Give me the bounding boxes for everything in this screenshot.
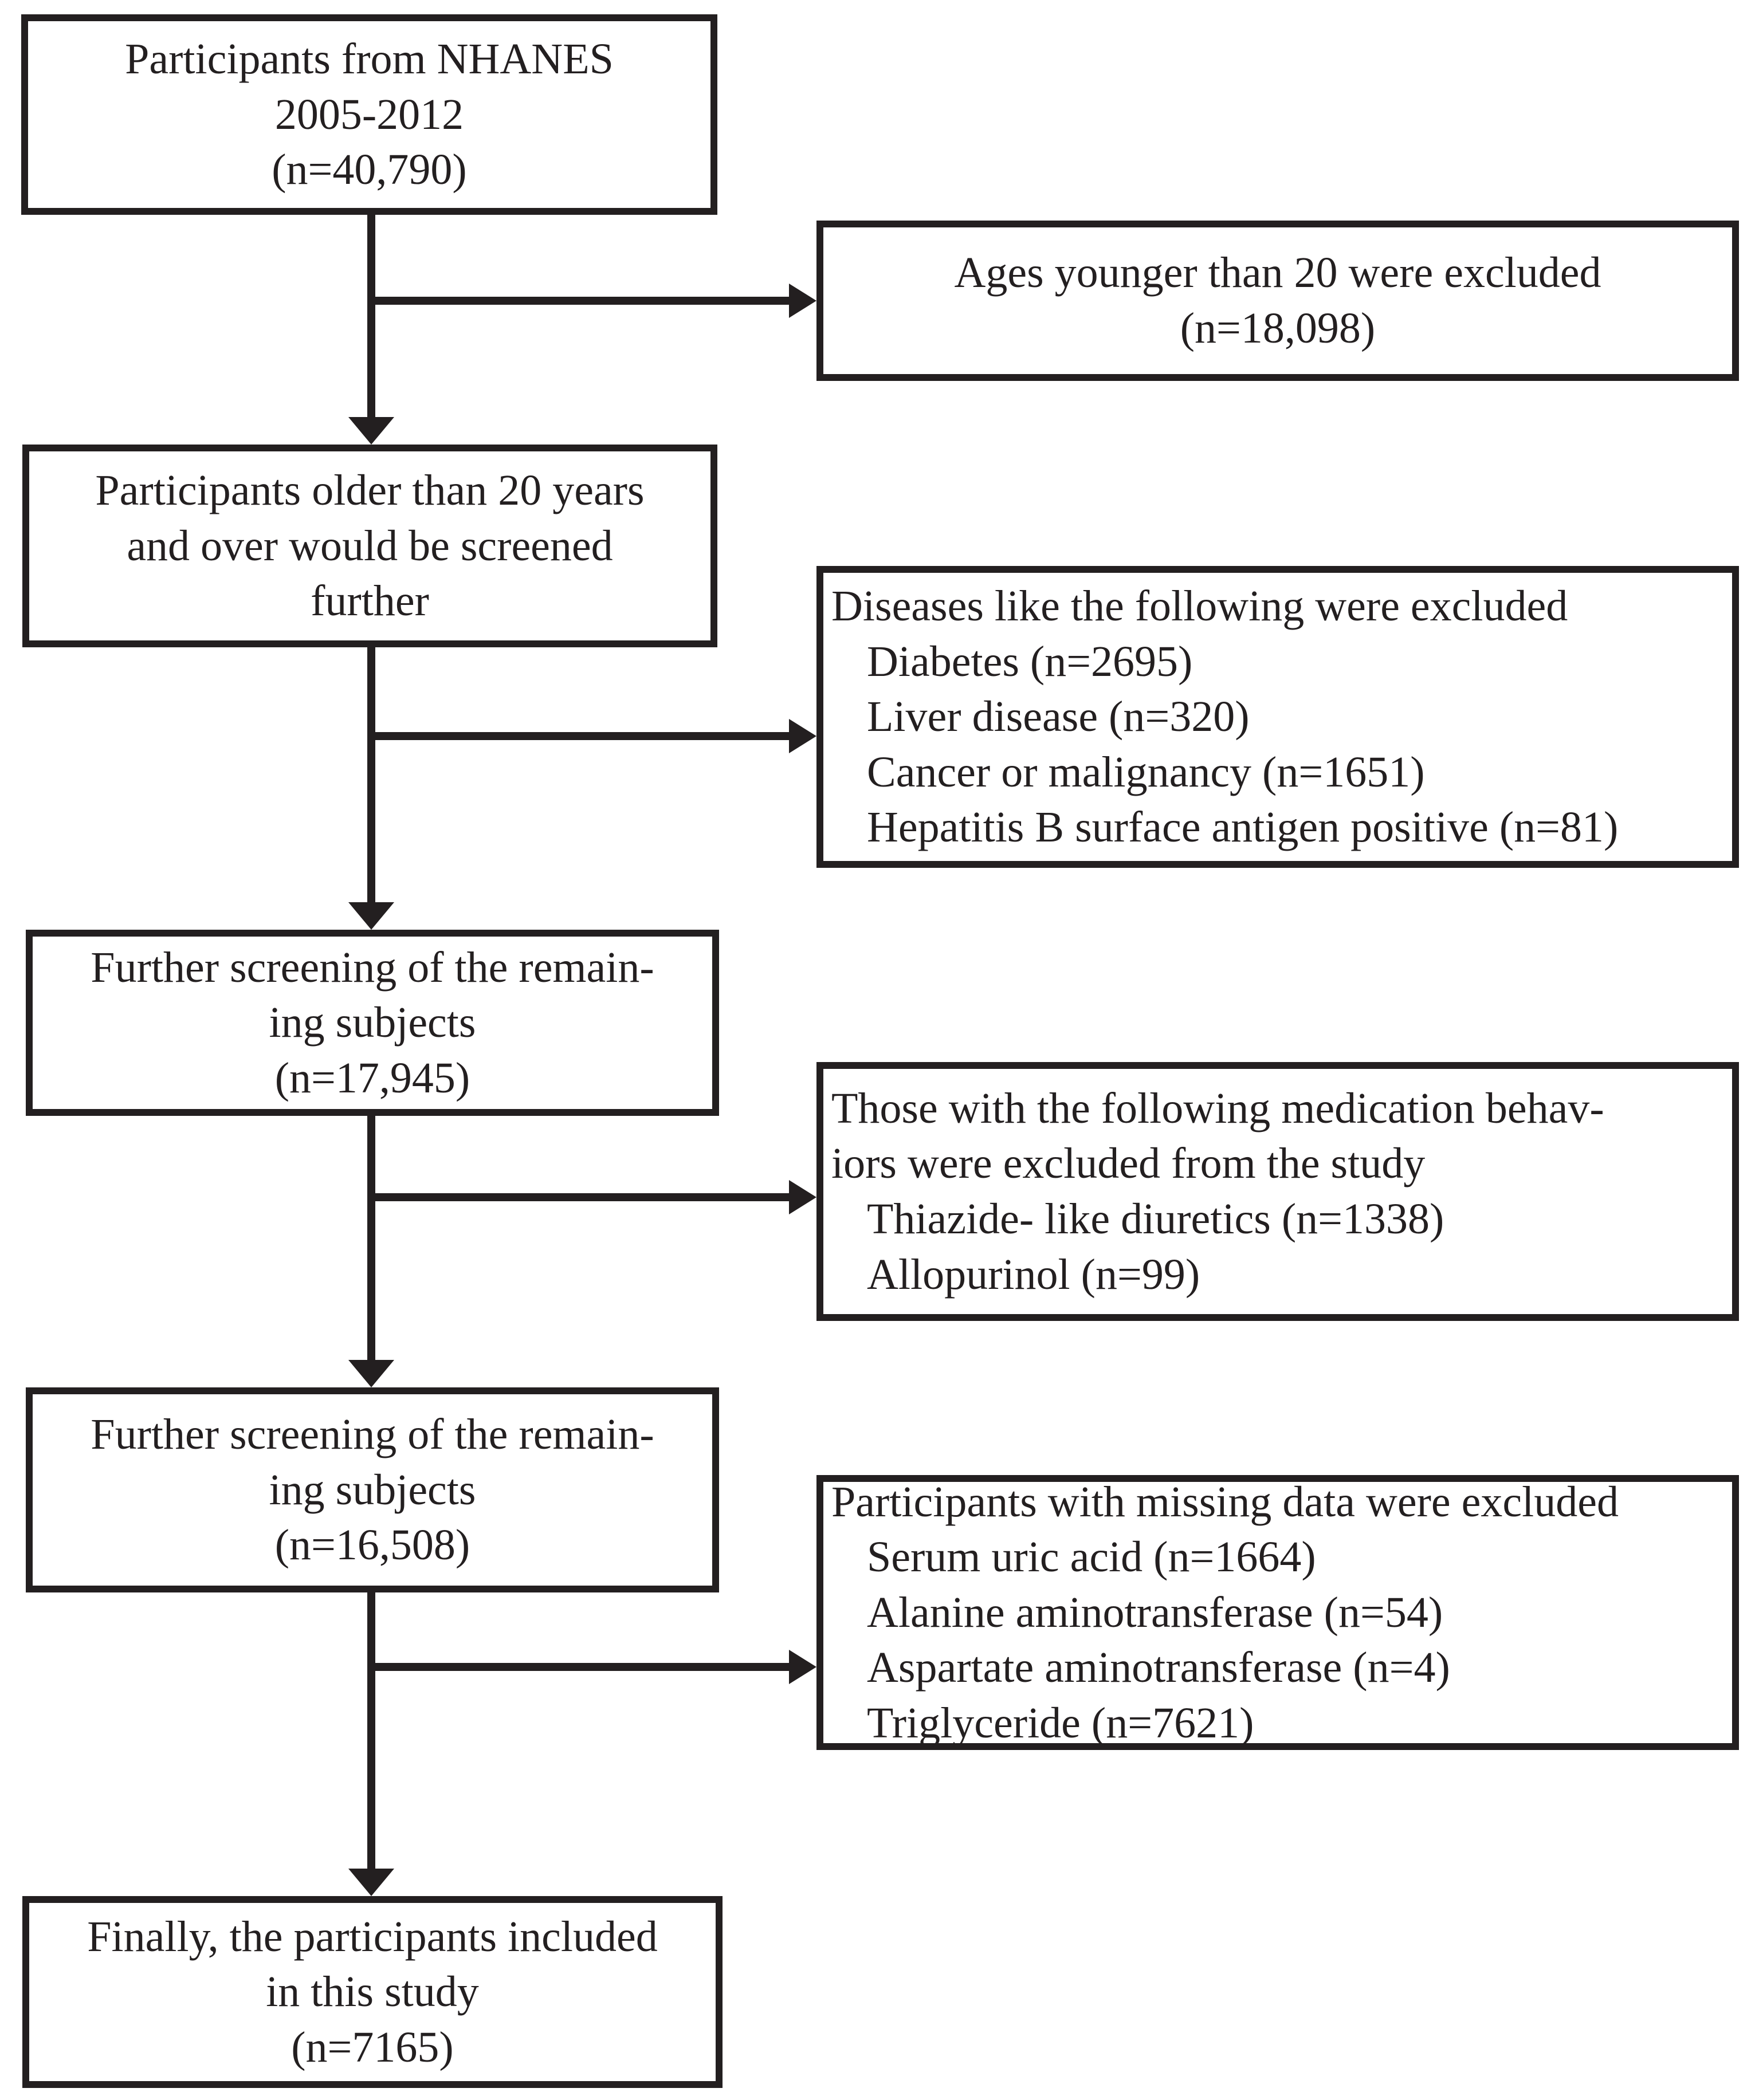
box-line: Diabetes (n=2695) xyxy=(867,637,1193,686)
box-further-screening-16508: Further screening of the remain- ing sub… xyxy=(26,1387,719,1592)
box-line: (n=18,098) xyxy=(1180,304,1376,352)
box-line: (n=17,945) xyxy=(274,1053,470,1102)
connector-line-down-4 xyxy=(367,1590,375,1869)
box-line: further xyxy=(311,577,429,626)
box-diseases-excluded: Diseases like the following were exclude… xyxy=(816,566,1739,868)
arrow-down-icon xyxy=(348,902,394,930)
box-line: Diseases like the following were exclude… xyxy=(831,582,1568,631)
box-line: (n=7165) xyxy=(291,2023,454,2071)
connector-line-down-2 xyxy=(367,644,375,902)
arrow-right-icon xyxy=(789,284,816,318)
box-final-included: Finally, the participants included in th… xyxy=(22,1896,723,2088)
box-line: Participants from NHANES xyxy=(125,35,614,84)
box-line: Serum uric acid (n=1664) xyxy=(867,1533,1316,1582)
arrow-right-icon xyxy=(789,1180,816,1214)
box-line: 2005-2012 xyxy=(274,90,464,139)
arrow-down-icon xyxy=(348,1869,394,1896)
box-line: Liver disease (n=320) xyxy=(867,693,1250,741)
box-line: Finally, the participants included xyxy=(87,1912,658,1961)
box-medication-excluded: Those with the following medication beha… xyxy=(816,1062,1739,1321)
connector-line-down-1 xyxy=(367,212,375,418)
box-age-excluded: Ages younger than 20 were excluded (n=18… xyxy=(816,221,1739,381)
box-line: Alanine aminotransferase (n=54) xyxy=(867,1588,1443,1637)
box-line: Ages younger than 20 were excluded xyxy=(954,249,1601,297)
box-line: Cancer or malignancy (n=1651) xyxy=(867,748,1425,796)
box-line: Allopurinol (n=99) xyxy=(867,1250,1200,1299)
box-line: Further screening of the remain- xyxy=(91,1410,654,1459)
connector-line-right-4 xyxy=(371,1663,789,1671)
box-line: ing subjects xyxy=(269,998,476,1047)
box-line: Further screening of the remain- xyxy=(91,943,654,992)
box-line: Triglyceride (n=7621) xyxy=(867,1698,1254,1747)
connector-line-right-2 xyxy=(371,732,789,740)
box-line: ing subjects xyxy=(269,1465,476,1514)
box-line: Participants older than 20 years xyxy=(95,466,645,515)
box-line: and over would be screened xyxy=(127,521,613,570)
arrow-right-icon xyxy=(789,1650,816,1684)
arrow-down-icon xyxy=(348,1360,394,1387)
box-further-screening-17945: Further screening of the remain- ing sub… xyxy=(26,930,719,1116)
box-line: Aspartate aminotransferase (n=4) xyxy=(867,1643,1450,1692)
box-line: (n=40,790) xyxy=(272,145,467,194)
box-line: in this study xyxy=(266,1968,479,2016)
connector-line-right-1 xyxy=(371,297,789,305)
box-line: Those with the following medication beha… xyxy=(831,1084,1604,1132)
box-line: Participants with missing data were excl… xyxy=(831,1477,1619,1526)
connector-line-right-3 xyxy=(371,1193,789,1201)
box-missing-data-excluded: Participants with missing data were excl… xyxy=(816,1475,1739,1750)
arrow-right-icon xyxy=(789,719,816,753)
box-line: (n=16,508) xyxy=(274,1521,470,1570)
arrow-down-icon xyxy=(348,417,394,445)
box-older-than-20: Participants older than 20 years and ove… xyxy=(22,445,717,647)
connector-line-down-3 xyxy=(367,1113,375,1360)
box-line: Hepatitis B surface antigen positive (n=… xyxy=(867,803,1619,852)
box-line: iors were excluded from the study xyxy=(831,1139,1426,1188)
box-participants-nhanes: Participants from NHANES 2005-2012 (n=40… xyxy=(21,14,717,215)
box-line: Thiazide- like diuretics (n=1338) xyxy=(867,1195,1444,1243)
